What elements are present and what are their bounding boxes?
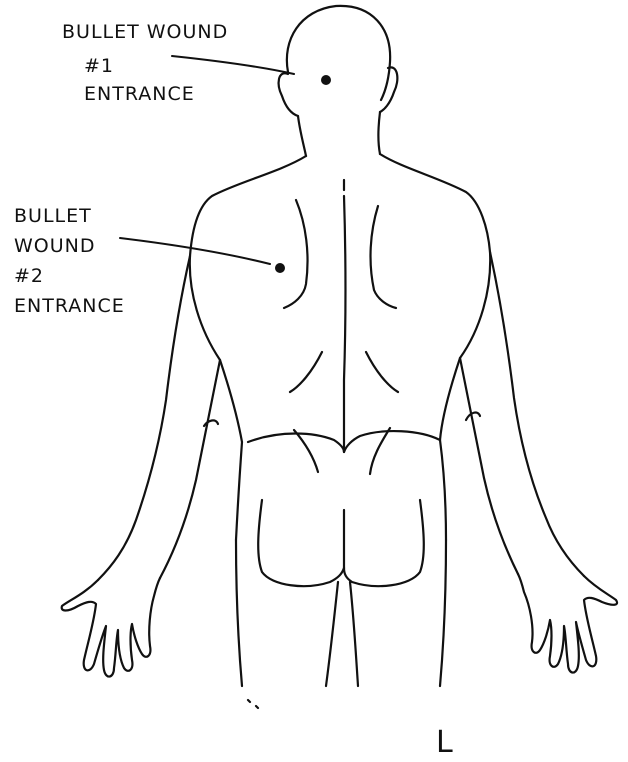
- ear-left: [279, 73, 298, 116]
- leg-left-inner: [326, 582, 338, 686]
- wound-1-label-line3: ENTRANCE: [84, 83, 195, 105]
- hand-left: [62, 578, 160, 677]
- neck-left: [298, 116, 306, 156]
- hand-right: [518, 574, 617, 673]
- wound-1-label-line1: BULLET WOUND: [62, 21, 228, 43]
- buttock-left: [258, 500, 344, 586]
- lower-back-right: [366, 352, 398, 392]
- arm-right-outer: [490, 252, 584, 576]
- arm-left-inner: [160, 360, 220, 578]
- wound-2-label-line1: BULLET: [14, 205, 92, 227]
- flank-left: [294, 430, 318, 472]
- wound-2-label-line4: ENTRANCE: [14, 295, 125, 317]
- scapula-right: [371, 206, 396, 308]
- side-label: L: [436, 725, 453, 760]
- torso-left-outline: [190, 156, 306, 540]
- arm-right-inner: [460, 358, 518, 574]
- neck-right: [379, 112, 381, 154]
- stray-mark: [248, 700, 258, 708]
- leg-right-inner: [350, 582, 358, 686]
- head-outline: [287, 6, 390, 100]
- lower-back-left: [290, 352, 322, 392]
- scapula-left: [284, 200, 308, 308]
- wound-1-marker: [321, 75, 331, 85]
- wound-2-label-line2: WOUND: [14, 235, 96, 257]
- wound-1-label-line2: #1: [84, 55, 114, 77]
- wound-2-marker: [275, 263, 285, 273]
- leg-right-outer: [440, 540, 446, 686]
- flank-right: [370, 428, 390, 474]
- wound-1-annotation: BULLET WOUND #1 ENTRANCE: [62, 21, 228, 105]
- torso-right-outline: [380, 154, 490, 540]
- wound-2-leader: [120, 238, 270, 264]
- spine-groove: [344, 196, 346, 452]
- wound-2-label-line3: #2: [14, 265, 44, 287]
- wound-1-leader: [172, 56, 294, 74]
- buttock-right: [344, 500, 424, 586]
- leg-left-outer: [236, 540, 242, 686]
- wound-2-annotation: BULLET WOUND #2 ENTRANCE: [14, 205, 125, 317]
